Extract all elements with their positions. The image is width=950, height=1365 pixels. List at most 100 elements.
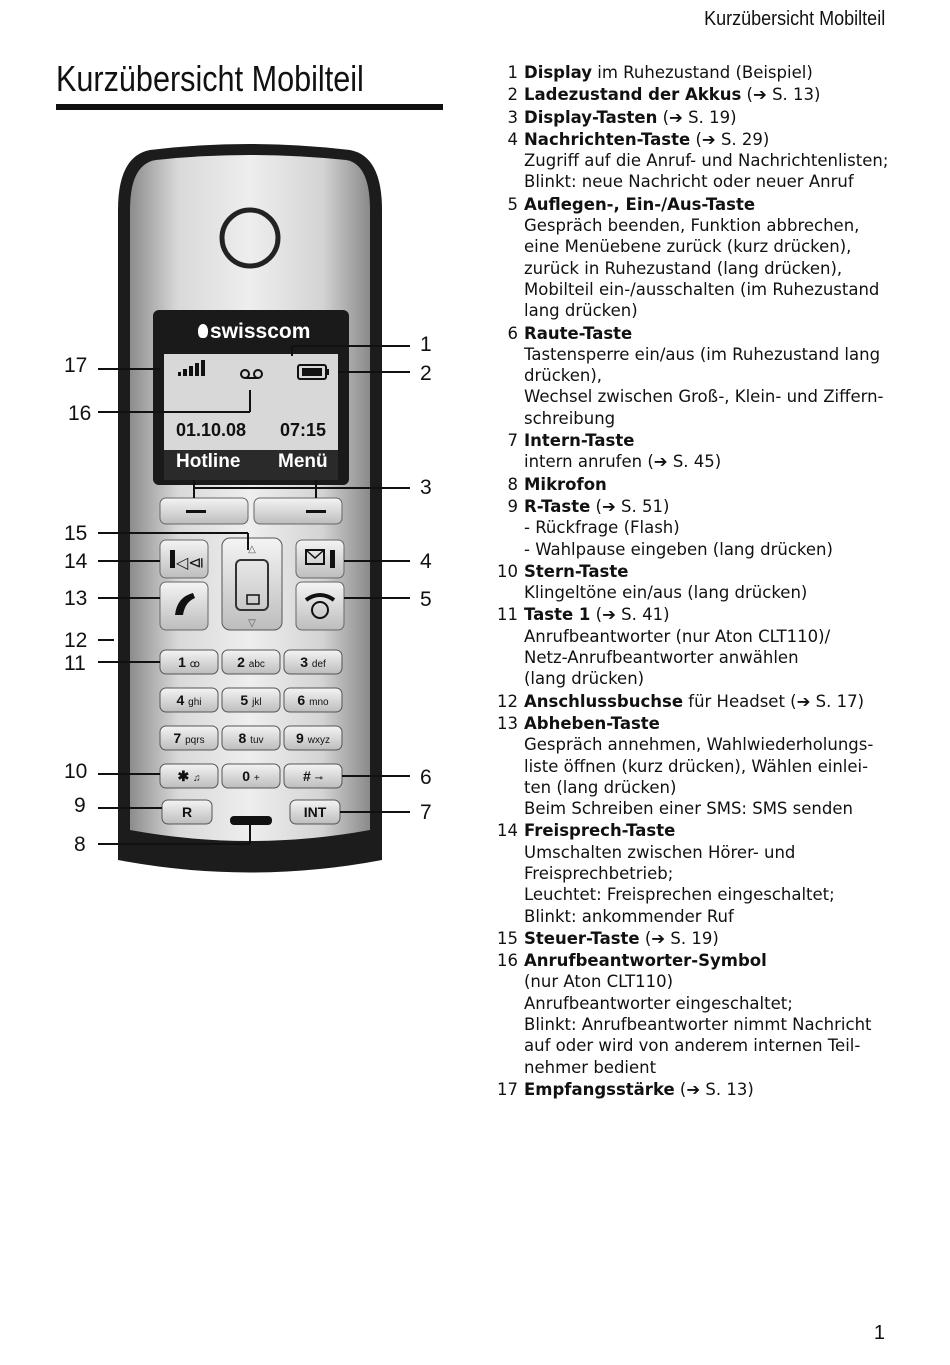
keypad-key-label: ✱ ♫ bbox=[177, 768, 201, 784]
legend-suffix: für Headset (➔ S. 17) bbox=[683, 691, 865, 711]
svg-text:△: △ bbox=[248, 544, 256, 555]
running-header: Kurzübersicht Mobilteil bbox=[703, 8, 885, 30]
legend-description-line: intern anrufen (➔ S. 45) bbox=[524, 452, 722, 472]
legend-title: Mikrofon bbox=[524, 474, 607, 494]
display-date: 01.10.08 bbox=[176, 420, 247, 440]
callout-2: 2 bbox=[420, 362, 432, 385]
legend-title: Display-Tasten bbox=[524, 107, 658, 127]
message-key bbox=[295, 539, 345, 579]
legend-number: 2 bbox=[507, 85, 519, 105]
legend-title: Abheben-Taste bbox=[524, 713, 660, 733]
legend-description-line: Gespräch beenden, Funktion abbrechen, bbox=[524, 216, 860, 236]
callout-10: 10 bbox=[64, 760, 88, 783]
legend-title: Stern-Taste bbox=[524, 561, 629, 581]
title-rule bbox=[56, 104, 443, 110]
legend-number: 16 bbox=[497, 951, 518, 971]
legend-title: Auflegen-, Ein-/Aus-Taste bbox=[524, 194, 756, 214]
softkey-left-label: Hotline bbox=[176, 451, 241, 472]
legend-number: 9 bbox=[507, 496, 519, 516]
callout-8: 8 bbox=[74, 833, 86, 856]
legend-description-line: Tastensperre ein/aus (im Ruhezustand lan… bbox=[524, 344, 881, 364]
callout-15: 15 bbox=[64, 522, 88, 545]
callout-11: 11 bbox=[64, 652, 86, 675]
legend-title: Intern-Taste bbox=[524, 431, 635, 451]
legend-number: 3 bbox=[507, 107, 519, 127]
legend-description-line: auf oder wird von anderem internen Teil- bbox=[524, 1036, 861, 1056]
legend-description-line: Blinkt: ankommender Ruf bbox=[524, 906, 734, 926]
legend-title: R-Taste bbox=[524, 496, 591, 516]
legend-title: Steuer-Taste bbox=[524, 928, 640, 948]
page-title: Kurzübersicht Mobilteil bbox=[56, 58, 364, 99]
legend-number: 17 bbox=[497, 1079, 518, 1099]
legend-description-line: - Wahlpause eingeben (lang drücken) bbox=[524, 539, 833, 559]
legend-description-line: Leuchtet: Freisprechen eingeschaltet; bbox=[524, 885, 835, 905]
keypad-key-label: # ⊸ bbox=[302, 768, 324, 784]
legend-description-line: (lang drücken) bbox=[524, 669, 645, 689]
legend-number: 11 bbox=[497, 605, 518, 625]
callout-lines bbox=[98, 345, 410, 845]
callout-7: 7 bbox=[420, 801, 432, 824]
legend-description-line: Anrufbeantworter eingeschaltet; bbox=[524, 993, 793, 1013]
callout-5: 5 bbox=[420, 588, 432, 611]
handsfree-key bbox=[159, 539, 209, 579]
callout-12: 12 bbox=[64, 629, 88, 652]
callout-13: 13 bbox=[64, 587, 88, 610]
softkey-right-label: Menü bbox=[278, 451, 328, 472]
microphone bbox=[230, 816, 272, 825]
legend-title: Freisprech-Taste bbox=[524, 821, 676, 841]
legend-description-line: Blinkt: neue Nachricht oder neuer Anruf bbox=[524, 172, 854, 192]
page-number: 1 bbox=[873, 1322, 885, 1344]
legend-description-line: nehmer bedient bbox=[524, 1057, 657, 1077]
legend-description-line: Freisprechbetrieb; bbox=[524, 863, 674, 883]
legend-suffix: (➔ S. 13) bbox=[741, 85, 821, 105]
keypad-key-label: 3 def bbox=[300, 654, 326, 670]
legend-description-line: Gespräch annehmen, Wahlwiederholungs- bbox=[524, 735, 874, 755]
legend-description-line: zurück in Ruhezustand (lang drücken), bbox=[524, 258, 843, 278]
legend-title: Nachrichten-Taste bbox=[524, 129, 691, 149]
callout-3: 3 bbox=[420, 476, 432, 499]
keypad-key-label: 1 ꝏ bbox=[178, 654, 200, 670]
display-time: 07:15 bbox=[280, 420, 327, 440]
legend-description-line: Beim Schreiben einer SMS: SMS senden bbox=[524, 799, 853, 819]
legend-number: 6 bbox=[507, 323, 519, 343]
legend-suffix: (➔ S. 51) bbox=[590, 496, 670, 516]
legend-suffix: (➔ S. 41) bbox=[590, 605, 670, 625]
keypad-key-label: 8 tuv bbox=[238, 730, 264, 746]
legend-suffix: im Ruhezustand (Beispiel) bbox=[592, 63, 813, 82]
legend-number: 7 bbox=[507, 431, 519, 451]
legend-title: Anrufbeantworter-Symbol bbox=[524, 951, 767, 971]
callout-17: 17 bbox=[64, 354, 88, 377]
legend-description-line: Mobilteil ein-/ausschalten (im Ruhezusta… bbox=[524, 279, 880, 299]
callout-14: 14 bbox=[64, 550, 88, 573]
legend-description-line: lang drücken) bbox=[524, 301, 638, 321]
answering-machine-icon bbox=[240, 369, 263, 379]
signal-icon bbox=[178, 360, 205, 376]
legend-suffix: (➔ S. 19) bbox=[639, 928, 719, 948]
legend-description-line: Blinkt: Anrufbeantworter nimmt Nachricht bbox=[524, 1015, 872, 1035]
legend-description-line: Klingeltöne ein/aus (lang drücken) bbox=[524, 583, 808, 603]
r-key-label: R bbox=[181, 804, 193, 820]
legend-number: 8 bbox=[507, 474, 519, 494]
keypad bbox=[159, 649, 343, 825]
legend-number: 14 bbox=[497, 821, 518, 841]
keypad-key-label: 4 ghi bbox=[176, 692, 202, 708]
brand-logo: swisscom bbox=[210, 320, 311, 343]
callout-9: 9 bbox=[74, 794, 86, 817]
handset-figure: ◁⧏ △ ▽ bbox=[0, 140, 470, 900]
earpiece bbox=[219, 207, 281, 269]
legend-title: Raute-Taste bbox=[524, 323, 633, 343]
